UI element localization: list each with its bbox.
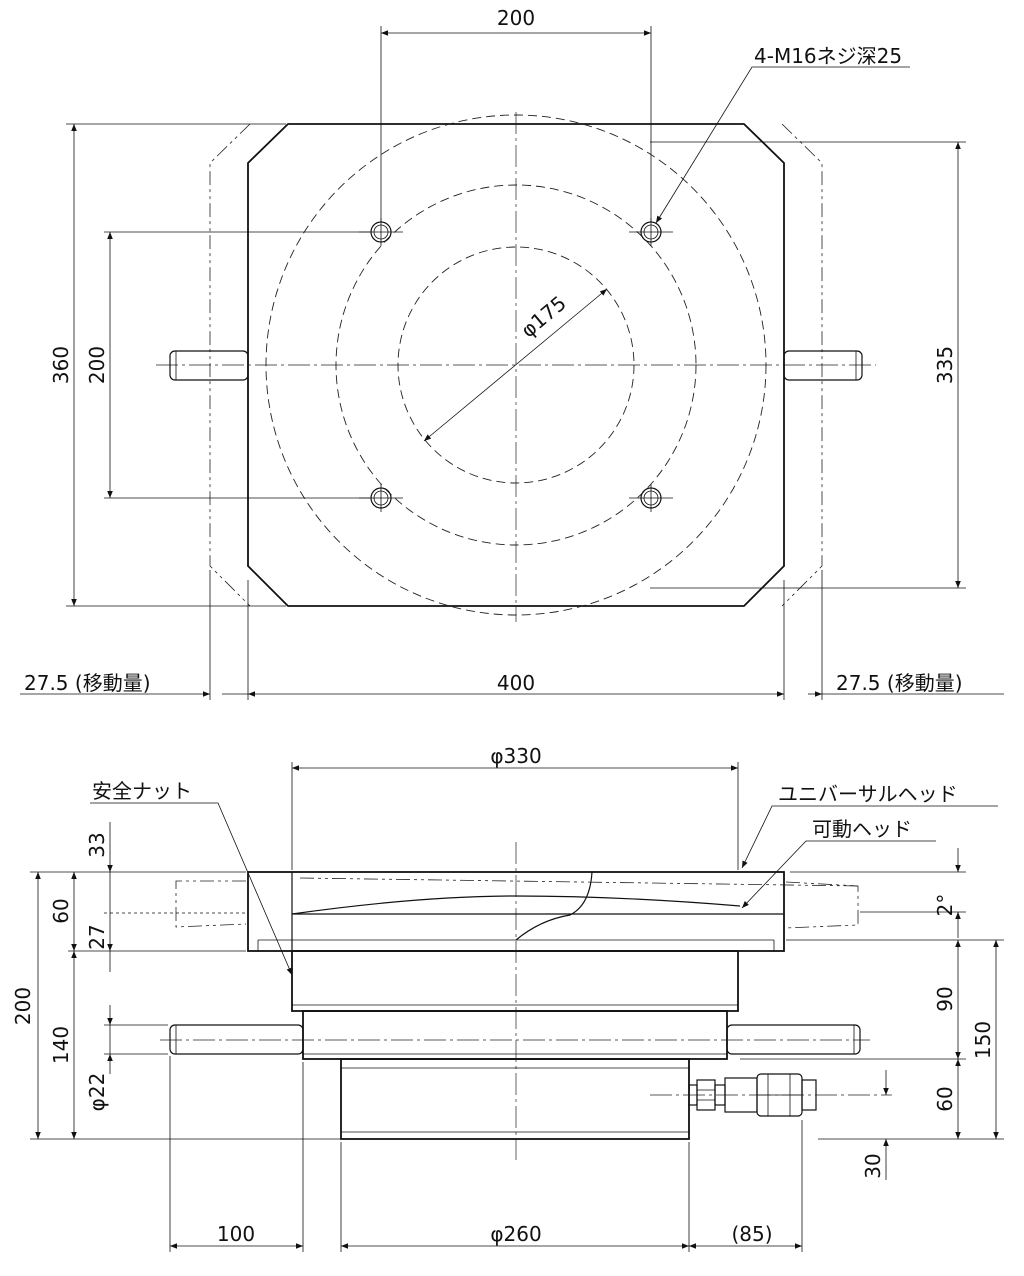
label-universal-head: ユニバーサルヘッド [778,782,958,806]
dim-100: 100 [217,1222,255,1246]
dim-travel-right: 27.5 (移動量) [836,671,963,695]
dim-27: 27 [85,924,109,949]
dim-hole-spacing-v: 200 [85,346,109,384]
dim-diameter-330: φ330 [490,744,541,768]
movable-head-body [302,1010,728,1060]
dim-85: (85) [731,1222,772,1246]
top-plate-outline [247,123,785,607]
dim-diameter-260: φ260 [490,1222,541,1246]
dim-width-400: 400 [497,671,535,695]
phantom-left [209,123,251,607]
dim-height-360: 360 [49,346,73,384]
safety-nut [291,950,739,1012]
dim-diameter-175: φ175 [516,291,571,342]
dim-phi22: φ22 [85,1073,109,1112]
dim-60-head: 60 [49,898,73,923]
label-safety-nut: 安全ナット [92,779,192,803]
side-handle-left [169,1024,304,1055]
dim-angle-2: 2° [933,894,957,917]
handle-right [783,350,863,381]
cylinder [340,1058,690,1140]
bolt-hole [629,218,673,246]
phantom-tilt-left [175,880,247,928]
dim-90: 90 [933,986,957,1011]
phantom-tilt-right [785,881,859,929]
dim-200-total: 200 [11,987,35,1025]
dim-60-cyl: 60 [933,1086,957,1111]
dim-150: 150 [971,1021,995,1059]
thread-note: 4-M16ネジ深25 [754,44,902,68]
bolt-hole [629,484,673,512]
dim-33: 33 [85,832,109,857]
side-view: φ330 安全ナット ユニバーサルヘッド 可動ヘッド 200 60 140 33… [11,744,1004,1252]
dim-height-335: 335 [933,346,957,384]
phantom-right [781,123,823,607]
dim-travel-left: 27.5 (移動量) [24,671,151,695]
label-movable-head: 可動ヘッド [812,817,912,841]
dim-30: 30 [861,1153,885,1178]
side-handle-right [726,1024,861,1055]
dim-hole-spacing-h: 200 [497,6,535,30]
dim-140: 140 [49,1026,73,1064]
bolt-hole [359,484,403,512]
top-view: 200 4-M16ネジ深25 360 200 335 φ175 400 [20,6,1004,700]
handle-left [169,350,249,381]
